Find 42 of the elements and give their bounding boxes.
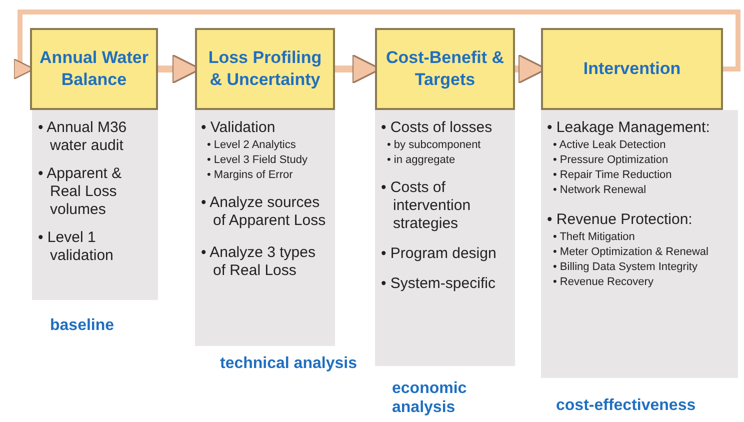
step-title: Loss Profiling & Uncertainty bbox=[207, 47, 323, 91]
bullet-item: • Analyze sources of Apparent Loss bbox=[201, 194, 327, 230]
sub-bullet-item: • Revenue Recovery bbox=[553, 275, 654, 289]
step-title: Cost-Benefit & Targets bbox=[384, 47, 506, 91]
arrow bbox=[13, 10, 740, 80]
bullet-item: • Analyze 3 types of Real Loss bbox=[201, 244, 316, 280]
step-box bbox=[541, 28, 723, 110]
sub-bullet-item: • in aggregate bbox=[387, 153, 456, 167]
bullet-item: • Level 1 validation bbox=[38, 229, 114, 265]
text-panel bbox=[195, 110, 335, 346]
step-box bbox=[195, 28, 335, 110]
sub-bullet-item: • Billing Data System Integrity bbox=[553, 260, 698, 274]
text-panel bbox=[541, 110, 738, 378]
bullet-item: • Costs of losses bbox=[381, 119, 494, 137]
caption-label: economic analysis bbox=[392, 379, 468, 417]
bullet-item: • Apparent & Real Loss volumes bbox=[38, 165, 123, 219]
caption-label: technical analysis bbox=[220, 354, 357, 373]
sub-bullet-item: • Level 3 Field Study bbox=[207, 153, 308, 167]
bullet-item: • System-specific bbox=[381, 275, 496, 293]
sub-bullet-item: • Network Renewal bbox=[553, 183, 648, 197]
bullet-item: • Costs of intervention strategies bbox=[381, 179, 472, 233]
caption-label: cost-effectiveness bbox=[556, 396, 696, 415]
sub-bullet-item: • Active Leak Detection bbox=[553, 138, 667, 152]
sub-bullet-item: • Theft Mitigation bbox=[553, 230, 636, 244]
caption-label: baseline bbox=[50, 316, 114, 335]
bullet-item: • Revenue Protection: bbox=[547, 211, 694, 229]
sub-bullet-item: • Level 2 Analytics bbox=[207, 138, 297, 152]
step-box bbox=[30, 28, 158, 110]
sub-bullet-item: • Pressure Optimization bbox=[553, 153, 670, 167]
bullet-item: • Annual M36 water audit bbox=[38, 119, 128, 155]
bullet-item: • Program design bbox=[381, 245, 498, 263]
step-box bbox=[375, 28, 515, 110]
sub-bullet-item: • Repair Time Reduction bbox=[553, 168, 673, 182]
bullet-item: • Leakage Management: bbox=[547, 119, 711, 137]
step-title: Intervention bbox=[582, 58, 682, 80]
text-panel bbox=[32, 110, 158, 300]
step-title: Annual Water Balance bbox=[38, 47, 150, 91]
bullet-item: • Validation bbox=[201, 119, 276, 137]
sub-bullet-item: • Meter Optimization & Renewal bbox=[553, 245, 710, 259]
sub-bullet-item: • by subcomponent bbox=[387, 138, 482, 152]
text-panel bbox=[375, 110, 515, 366]
sub-bullet-item: • Margins of Error bbox=[207, 168, 294, 182]
